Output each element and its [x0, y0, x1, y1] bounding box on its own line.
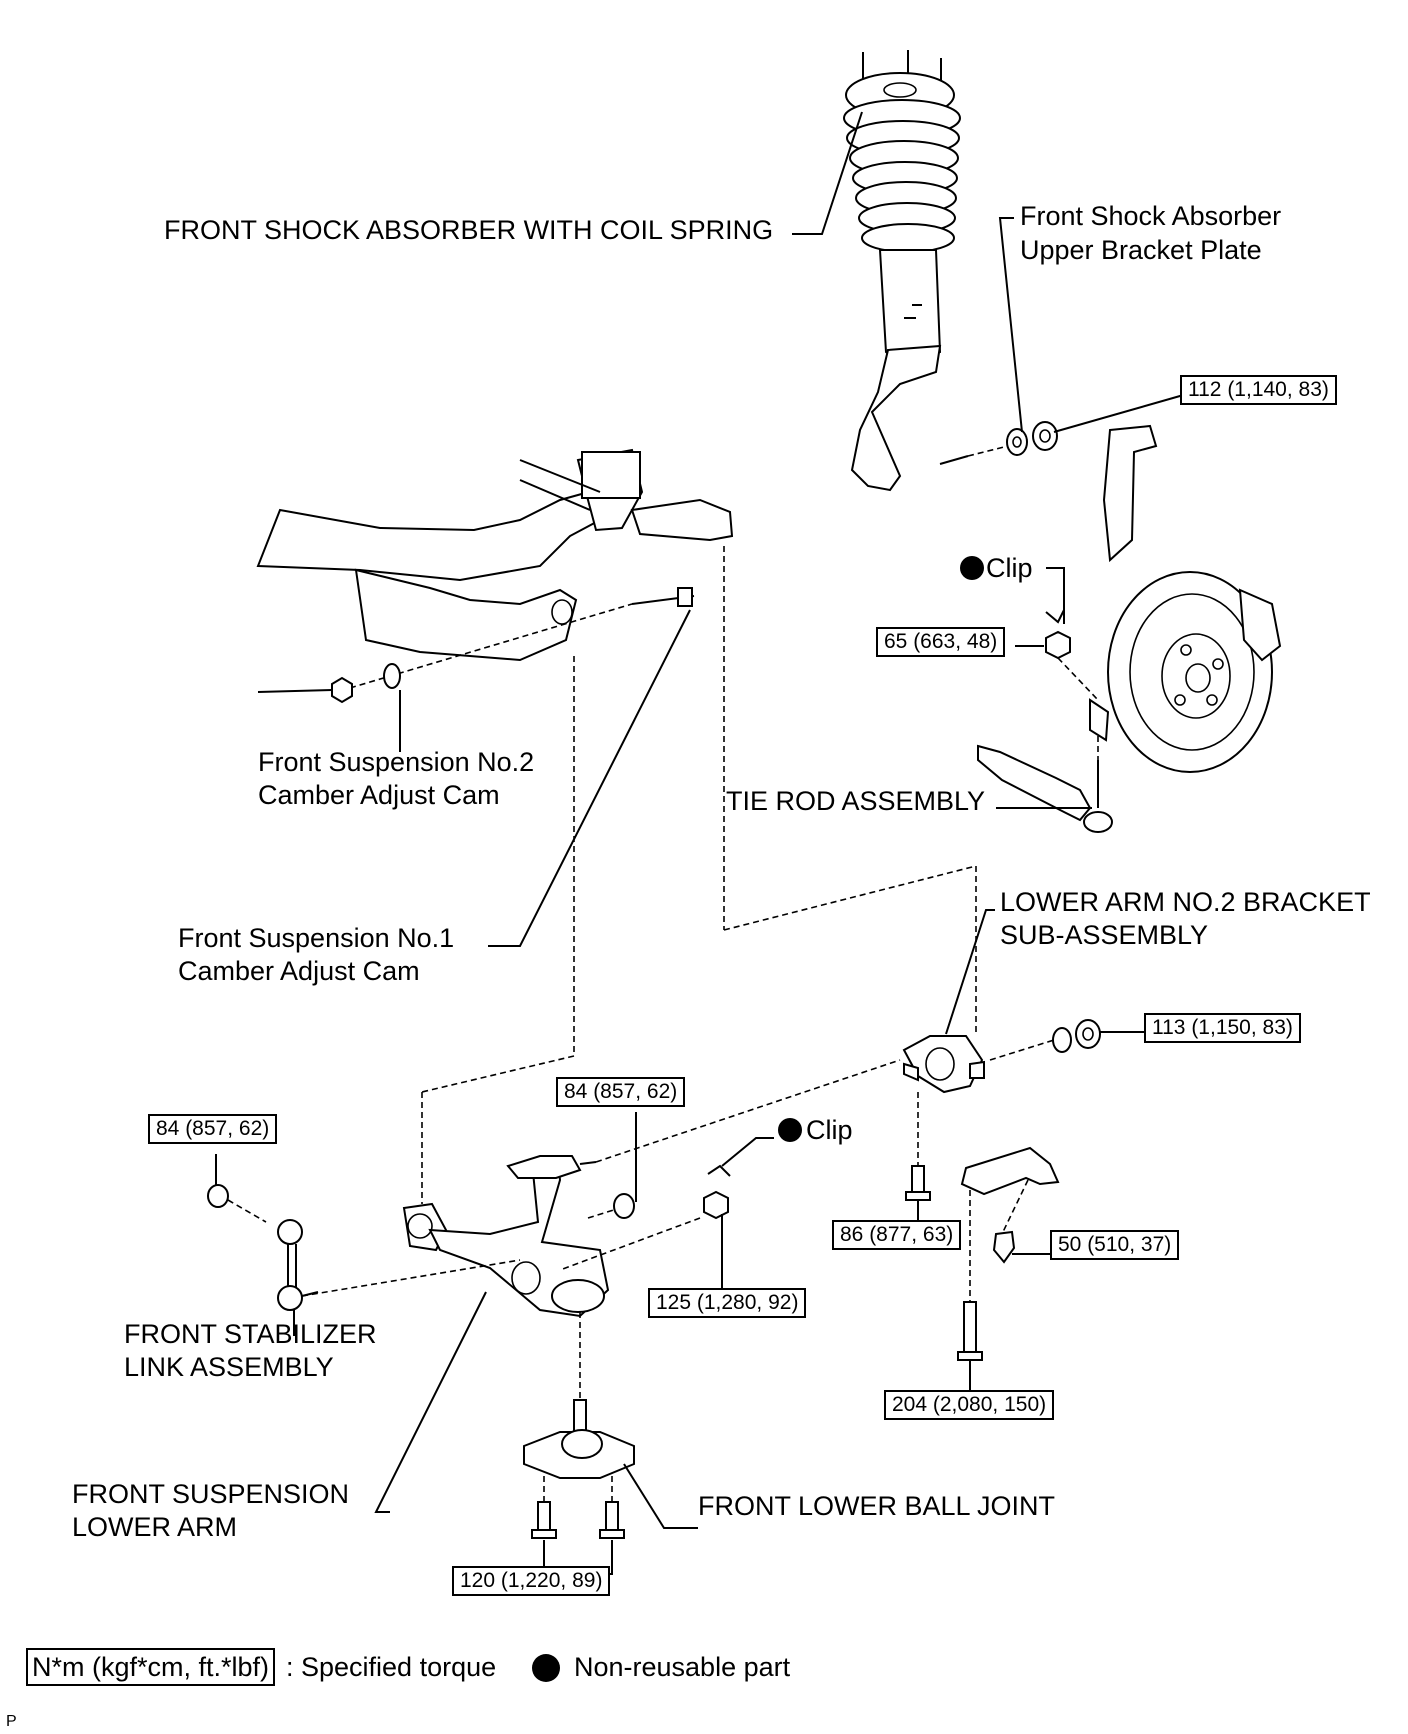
- tie-rod-label: TIE ROD ASSEMBLY: [726, 786, 986, 816]
- upper-bracket-plate-drawing: [1006, 421, 1058, 456]
- lower-clip-label: Clip: [806, 1115, 853, 1145]
- camber-cam-no2-label-line1: Front Suspension No.2: [258, 747, 535, 777]
- legend-specified-torque: : Specified torque: [286, 1652, 497, 1682]
- lower-arm-drawing: [402, 1059, 901, 1318]
- legend-non-reusable-dot-icon: [532, 1654, 560, 1682]
- upper-clip-nut-drawing: [1045, 609, 1099, 701]
- lower-bracket-label-line1: LOWER ARM NO.2 BRACKET: [1000, 887, 1371, 917]
- stabilizer-link-label-line2: LINK ASSEMBLY: [124, 1352, 334, 1382]
- legend-torque-unit: N*m (kgf*cm, ft.*lbf): [26, 1648, 276, 1686]
- non-reusable-dot-icon: [778, 1118, 802, 1142]
- torque-spec-125: 125 (1,280, 92): [648, 1288, 807, 1318]
- stay-plate-drawing: [957, 1146, 1060, 1361]
- torque-spec-120: 120 (1,220, 89): [452, 1566, 611, 1596]
- legend-non-reusable-part: Non-reusable part: [574, 1652, 791, 1682]
- ball-joint-drawing: [523, 1312, 635, 1539]
- camber-cam-no1-label-line1: Front Suspension No.1: [178, 923, 455, 953]
- camber-bolt-drawing: [331, 587, 695, 704]
- lower-arm-label-line1: FRONT SUSPENSION: [72, 1479, 350, 1509]
- crossmember-drawing: [256, 448, 734, 662]
- torque-spec-50: 50 (510, 37): [1050, 1230, 1180, 1260]
- ball-joint-label: FRONT LOWER BALL JOINT: [698, 1491, 1056, 1521]
- shock-absorber-label: FRONT SHOCK ABSORBER WITH COIL SPRING: [164, 215, 774, 245]
- torque-spec-204: 204 (2,080, 150): [884, 1390, 1055, 1420]
- tie-rod-drawing: [977, 736, 1113, 833]
- upper-bracket-plate-label-line2: Upper Bracket Plate: [1020, 235, 1262, 265]
- stabilizer-link-label-line1: FRONT STABILIZER: [124, 1319, 377, 1349]
- upper-bracket-plate-label-line1: Front Shock Absorber: [1020, 201, 1282, 231]
- non-reusable-dot-icon: [960, 556, 984, 580]
- torque-spec-65: 65 (663, 48): [876, 627, 1006, 657]
- camber-cam-no2-label-line2: Camber Adjust Cam: [258, 780, 500, 810]
- shock-absorber-drawing: [843, 50, 1009, 492]
- torque-spec-86: 86 (877, 63): [832, 1220, 962, 1250]
- lower-bracket-label-line2: SUB-ASSEMBLY: [1000, 920, 1209, 950]
- upper-clip-label: Clip: [986, 553, 1033, 583]
- torque-spec-113: 113 (1,150, 83): [1144, 1013, 1301, 1043]
- lower-arm-label-line2: LOWER ARM: [72, 1512, 238, 1542]
- torque-spec-84-stabilizer: 84 (857, 62): [148, 1114, 278, 1144]
- corner-mark: P: [6, 1713, 17, 1730]
- knuckle-disc-drawing: [1089, 424, 1282, 773]
- camber-cam-no1-label-line2: Camber Adjust Cam: [178, 956, 420, 986]
- lower-clip-nut-drawing: [559, 1164, 731, 1271]
- alignment-dashes: [421, 546, 977, 1204]
- torque-spec-112: 112 (1,140, 83): [1180, 375, 1337, 405]
- leader-lines: [215, 111, 1195, 1582]
- torque-spec-84-arm: 84 (857, 62): [556, 1077, 686, 1107]
- lower-bracket-drawing: [902, 1019, 1101, 1201]
- stabilizer-link-drawing: [207, 1184, 521, 1311]
